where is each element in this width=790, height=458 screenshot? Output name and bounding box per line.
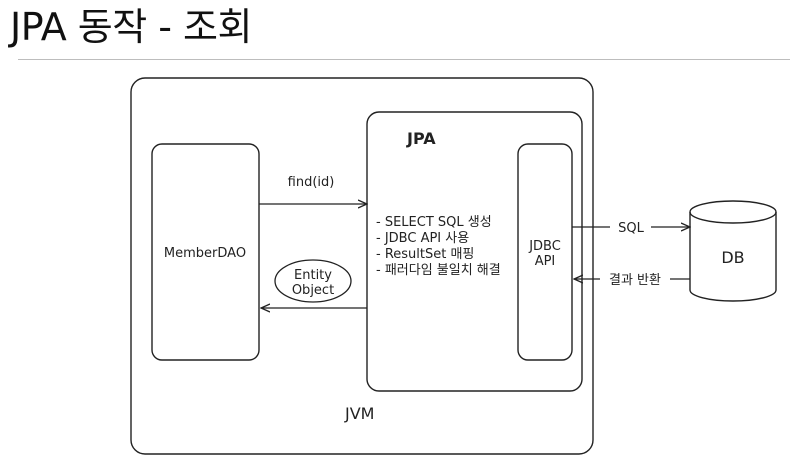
jdbc-api-label-line1: JDBC (528, 239, 561, 254)
jdbc-api-box (517, 143, 573, 361)
entity-object-label-line2: Object (292, 283, 334, 298)
jpa-task-item: - 패러다임 불일치 해결 (376, 263, 501, 278)
jpa-label: JPA (406, 129, 436, 148)
sql-label: SQL (618, 221, 644, 236)
jpa-task-item: - ResultSet 매핑 (376, 247, 474, 262)
jvm-label: JVM (344, 404, 374, 423)
jpa-container (366, 111, 583, 392)
page-title: JPA 동작 - 조회 (10, 5, 252, 49)
jvm-container (130, 77, 594, 455)
jpa-task-item: - JDBC API 사용 (376, 231, 469, 246)
member-dao-box (151, 143, 260, 361)
jdbc-api-label-line2: API (535, 254, 556, 269)
db-cylinder (689, 200, 777, 302)
member-dao-label: MemberDAO (164, 246, 246, 261)
entity-object-ellipse (274, 259, 352, 303)
find-label: find(id) (288, 175, 335, 190)
title-divider (18, 59, 790, 60)
jpa-task-item: - SELECT SQL 생성 (376, 215, 492, 230)
result-label: 결과 반환 (609, 273, 661, 288)
db-label: DB (721, 248, 744, 267)
entity-object-label-line1: Entity (294, 268, 332, 283)
